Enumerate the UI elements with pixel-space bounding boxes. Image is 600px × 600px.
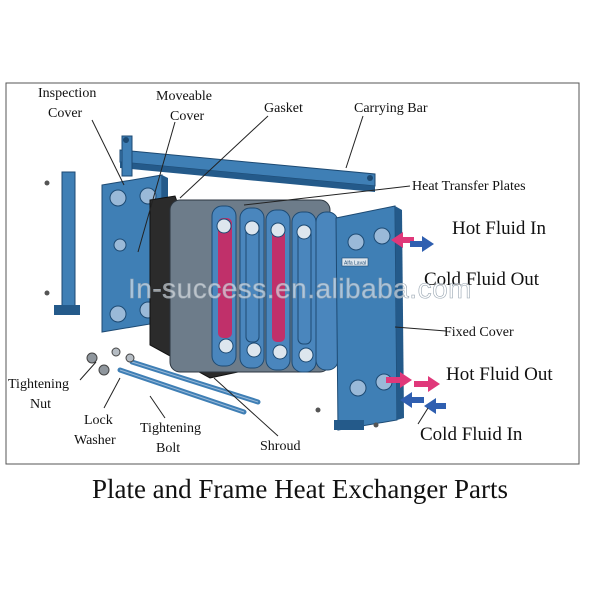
- label-moveable-cover-line2: Cover: [170, 109, 205, 124]
- tightening-bolts: [86, 347, 261, 415]
- plate-badge: Alfa Laval: [344, 261, 366, 267]
- label-hot-fluid-in: Hot Fluid In: [452, 218, 546, 239]
- fixed-cover: Alfa Laval: [315, 205, 404, 431]
- label-gasket: Gasket: [264, 101, 303, 116]
- hot-out-arrow-icon: [386, 372, 412, 388]
- support-column: [44, 171, 80, 315]
- page-title: Plate and Frame Heat Exchanger Parts: [91, 474, 509, 504]
- label-moveable-cover-line1: Moveable: [156, 89, 212, 104]
- label-fixed-cover: Fixed Cover: [444, 325, 514, 340]
- hot-out-arrow-2-icon: [414, 376, 440, 392]
- label-tightening-bolt-line1: Tightening: [140, 421, 201, 436]
- label-cold-fluid-out: Cold Fluid Out: [424, 269, 540, 290]
- cold-out-arrow-icon: [410, 236, 434, 252]
- diagram-border: [5, 82, 580, 465]
- label-cold-fluid-in: Cold Fluid In: [420, 424, 523, 445]
- cold-in-arrow-2-icon: [424, 398, 446, 414]
- label-carrying-bar: Carrying Bar: [354, 101, 428, 116]
- label-heat-transfer-plates: Heat Transfer Plates: [412, 179, 526, 194]
- label-lock-washer-line2: Washer: [74, 433, 116, 448]
- cold-in-arrow-icon: [400, 392, 424, 408]
- plate-pack: [169, 199, 339, 373]
- label-tightening-nut-line2: Nut: [30, 397, 51, 412]
- carrying-bar: [119, 135, 376, 192]
- label-shroud: Shroud: [260, 439, 300, 454]
- watermark: In-success.en.alibaba.com: [128, 273, 472, 304]
- label-inspection-cover-line1: Inspection: [38, 86, 96, 101]
- label-lock-washer-line1: Lock: [84, 413, 113, 428]
- label-hot-fluid-out: Hot Fluid Out: [446, 364, 553, 385]
- leader-lines: [79, 115, 447, 437]
- hot-in-arrow-icon: [391, 232, 414, 248]
- label-inspection-cover-line2: Cover: [48, 106, 83, 121]
- label-tightening-nut-line1: Tightening: [8, 377, 69, 392]
- label-tightening-bolt-line2: Bolt: [156, 441, 180, 456]
- flow-arrows: [386, 232, 446, 414]
